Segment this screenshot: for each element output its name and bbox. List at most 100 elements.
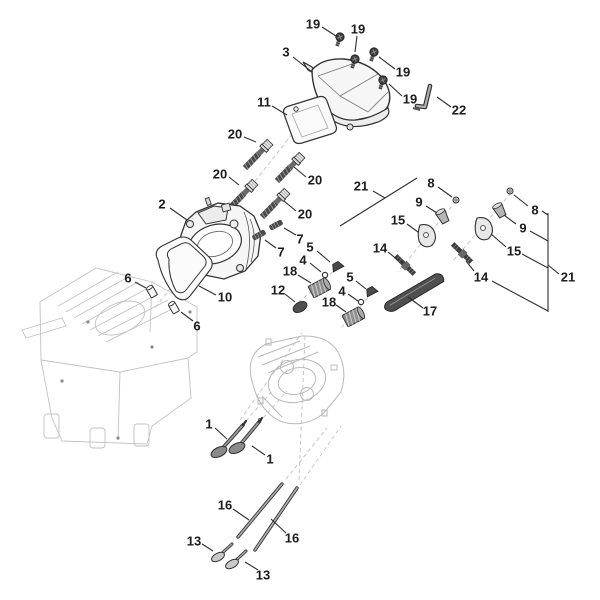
part-label-15[interactable]: 15	[507, 244, 521, 259]
leader-line-8	[513, 194, 529, 207]
leader-line-20	[228, 176, 240, 186]
part-label-9[interactable]: 9	[415, 195, 422, 210]
part-label-21[interactable]: 21	[354, 179, 368, 194]
leader-line-12	[284, 293, 296, 303]
part-label-8[interactable]: 8	[531, 203, 538, 218]
studs-7	[252, 219, 283, 241]
part-label-3[interactable]: 3	[282, 45, 289, 60]
leader-line-15	[406, 223, 419, 233]
ghost-axis-line	[245, 391, 272, 422]
push-rods-art	[236, 482, 299, 552]
leader-line-5	[316, 250, 331, 263]
part-label-13[interactable]: 13	[187, 534, 201, 549]
leader-line-3	[292, 56, 313, 73]
ghost-axis-line	[296, 266, 339, 305]
leader-line-17	[407, 296, 424, 309]
ghost-axis-line	[299, 425, 342, 486]
valve-spring-group	[292, 261, 379, 328]
assembly-bracket-line	[339, 177, 418, 227]
part-label-20[interactable]: 20	[213, 167, 227, 182]
leader-line-18	[335, 304, 347, 313]
leader-line-9	[503, 214, 517, 225]
part-label-5[interactable]: 5	[346, 270, 353, 285]
leader-line-19	[388, 83, 403, 97]
leader-line-11	[271, 105, 288, 116]
head-bolts-20	[227, 138, 306, 220]
leader-line-9	[425, 205, 438, 214]
part-label-20[interactable]: 20	[308, 173, 322, 188]
screw-19-icon	[335, 32, 345, 47]
assembly-bracket-lines	[339, 177, 549, 312]
leader-line-14	[387, 251, 400, 262]
leader-line-20	[283, 200, 297, 212]
part-label-21[interactable]: 21	[561, 270, 575, 285]
part-label-19[interactable]: 19	[351, 22, 365, 37]
leader-line-21	[372, 190, 386, 199]
cover-gasket-art	[282, 95, 338, 145]
ghost-axis-line	[285, 427, 328, 480]
rocker-plate-art	[384, 273, 445, 312]
part-label-19[interactable]: 19	[396, 65, 410, 80]
rocker-group-left	[393, 196, 460, 276]
part-label-20[interactable]: 20	[298, 207, 312, 222]
part-label-4[interactable]: 4	[338, 284, 346, 299]
part-label-4[interactable]: 4	[299, 253, 307, 268]
part-label-2[interactable]: 2	[158, 197, 165, 212]
part-label-19[interactable]: 19	[403, 92, 417, 107]
valves-art	[210, 416, 264, 459]
leader-line-4	[347, 293, 359, 302]
leader-line-6	[134, 281, 147, 289]
leader-line-19	[321, 26, 337, 37]
part-label-7[interactable]: 7	[296, 232, 303, 247]
ghost-axis-line	[262, 390, 288, 419]
part-label-14[interactable]: 14	[373, 241, 388, 256]
part-label-1[interactable]: 1	[266, 452, 273, 467]
assembly-bracket-line	[521, 253, 549, 269]
rocker-group-right	[450, 187, 514, 264]
part-label-13[interactable]: 13	[256, 568, 270, 583]
part-label-18[interactable]: 18	[322, 295, 336, 310]
tappets-art	[211, 542, 248, 570]
part-label-7[interactable]: 7	[277, 245, 284, 260]
leader-line-14	[465, 260, 475, 272]
part-label-1[interactable]: 1	[205, 417, 212, 432]
leader-line-16	[232, 508, 250, 521]
part-label-9[interactable]: 9	[519, 221, 526, 236]
leader-line-22	[436, 96, 452, 108]
part-label-14[interactable]: 14	[474, 270, 489, 285]
leader-line-2	[169, 207, 188, 221]
leader-line-19	[354, 35, 358, 53]
part-label-16[interactable]: 16	[218, 498, 232, 513]
part-label-20[interactable]: 20	[228, 127, 242, 142]
part-label-15[interactable]: 15	[391, 213, 405, 228]
part-label-22[interactable]: 22	[452, 103, 466, 118]
leader-line-7	[283, 227, 297, 236]
leader-line-1	[251, 445, 266, 456]
part-label-12[interactable]: 12	[271, 283, 285, 298]
leader-line-18	[297, 274, 312, 284]
leader-line-15	[490, 233, 507, 248]
part-label-11[interactable]: 11	[257, 95, 271, 110]
engine-block-ghost	[21, 267, 198, 449]
ghost-axis-line	[239, 332, 303, 421]
part-label-8[interactable]: 8	[427, 176, 434, 191]
part-label-6[interactable]: 6	[193, 319, 200, 334]
leader-line-13	[201, 543, 214, 552]
leader-line-21	[547, 264, 560, 275]
part-label-17[interactable]: 17	[423, 304, 437, 319]
part-label-6[interactable]: 6	[124, 271, 131, 286]
bolt-20-icon	[242, 138, 274, 171]
part-label-5[interactable]: 5	[306, 240, 313, 255]
part-label-10[interactable]: 10	[218, 290, 232, 305]
valve-spring-icon	[307, 277, 332, 299]
cover-screws-19	[335, 32, 388, 90]
part-label-19[interactable]: 19	[306, 17, 320, 32]
ghost-axis-line	[298, 335, 306, 481]
leader-line-10	[198, 285, 217, 296]
part-label-18[interactable]: 18	[283, 264, 297, 279]
part-label-16[interactable]: 16	[285, 531, 299, 546]
callout-leader-lines	[134, 26, 560, 571]
